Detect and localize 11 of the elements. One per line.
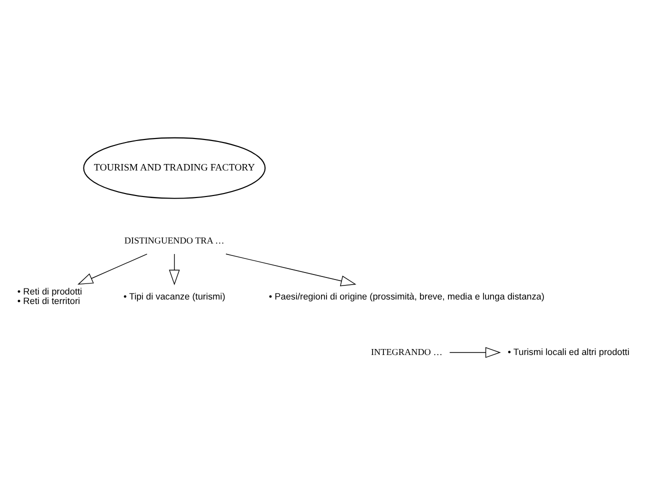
arrow	[226, 253, 356, 286]
node-text: • Turismi locali ed altri prodotti	[508, 346, 630, 356]
arrow	[449, 346, 501, 358]
node-text: DISTINGUENDO TRA …	[124, 235, 224, 246]
node-text: INTEGRANDO …	[371, 346, 442, 356]
node-text: • Tipi di vacanze (turismi)	[124, 290, 226, 301]
node-ellipse: TOURISM AND TRADING FACTORY	[83, 136, 266, 198]
node-text: • Reti di prodotti • Reti di territori	[17, 286, 82, 306]
arrow	[77, 253, 148, 284]
arrow	[168, 253, 180, 285]
node-text: • Paesi/regioni di origine (prossimità, breve, media e lunga distanza)	[268, 290, 544, 301]
